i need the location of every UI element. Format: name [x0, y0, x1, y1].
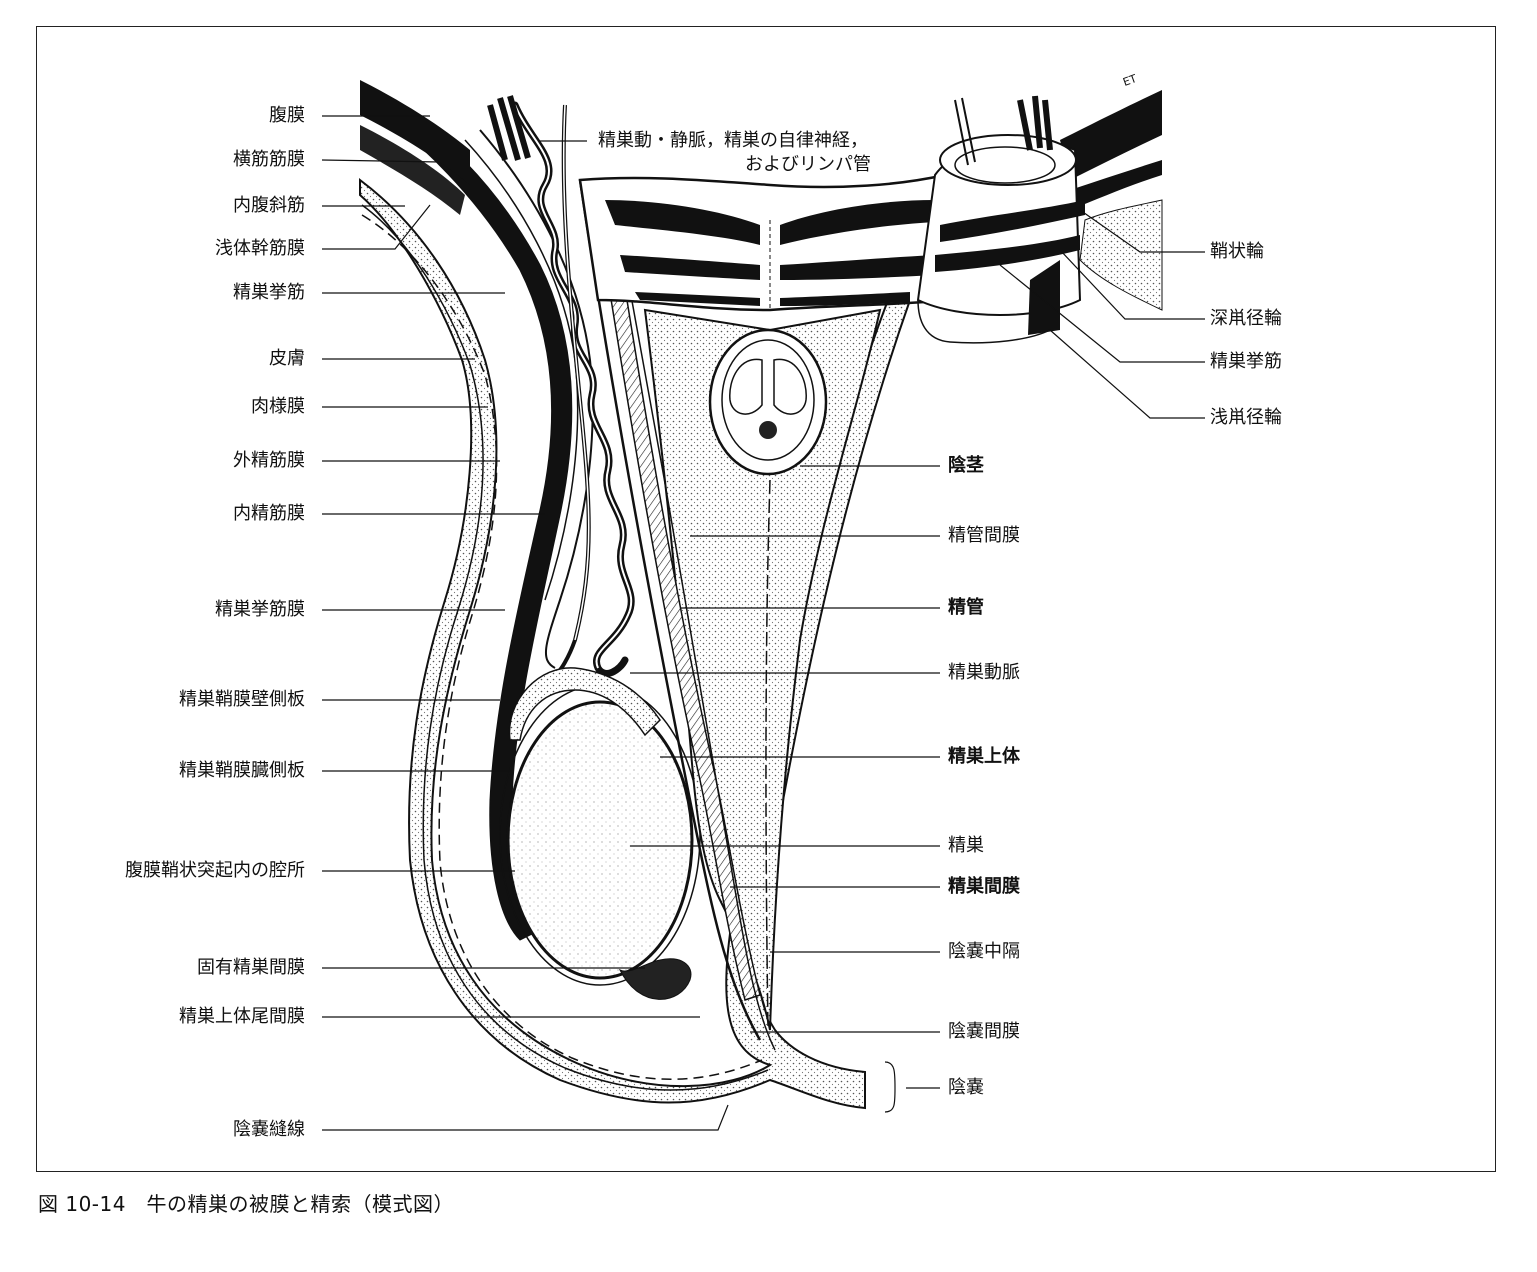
epididymis-head	[508, 667, 661, 741]
label-internal-spermatic-fascia: 内精筋膜	[233, 503, 305, 524]
deep-ring-band-1	[940, 200, 1085, 242]
figure-frame	[36, 26, 1496, 1172]
label-vaginal-ring: 鞘状輪	[1210, 241, 1264, 262]
abdominal-wall-right-muscle	[1060, 90, 1162, 180]
label-vessels-nerves: 精巣動・静脈，精巣の自律神経，	[598, 130, 868, 151]
muscle-layer-1r	[780, 200, 935, 245]
label-mesorchium: 精巣間膜	[948, 876, 1020, 897]
dartos-line	[361, 204, 769, 1091]
label-scrotum: 陰嚢	[948, 1077, 984, 1098]
label-skin: 皮膚	[269, 348, 305, 369]
parietal-vaginal-tunic	[479, 129, 594, 669]
label-cremasteric-fascia: 精巣挙筋膜	[215, 599, 305, 620]
scrotal-septum	[765, 479, 771, 1031]
label-scrotal-raphe: 陰嚢縫線	[233, 1119, 305, 1140]
abdominal-wall-right-skin	[1079, 199, 1163, 311]
label-cremaster-right: 精巣挙筋	[1210, 351, 1282, 372]
label-mesoductus: 精管間膜	[948, 525, 1020, 546]
label-deep-inguinal-ring: 深鼡径輪	[1210, 308, 1282, 329]
corpus-cavernosum-left	[729, 358, 763, 415]
label-parietal-vaginal-tunic: 精巣鞘膜壁側板	[179, 689, 305, 710]
muscle-layer-2r	[780, 255, 935, 280]
cord-boundary-left	[578, 179, 762, 1041]
muscle-layer-3	[635, 292, 760, 306]
muscle-layer-3r	[780, 292, 910, 306]
label-scrotal-septum: 陰嚢中隔	[948, 941, 1020, 962]
abdominal-wall-left-2	[360, 125, 465, 215]
corpus-cavernosum-right	[773, 358, 807, 415]
vaginal-ring	[939, 134, 1077, 186]
external-spermatic-fascia-line	[361, 214, 763, 1080]
label-superficial-trunk-fascia: 浅体幹筋膜	[215, 238, 305, 259]
artery-inner	[514, 104, 633, 669]
cremaster-right	[1028, 260, 1060, 335]
label-epididymis: 精巣上体	[948, 746, 1020, 767]
abdominal-wall-top	[578, 173, 952, 312]
label-vaginal-cavity: 腹膜鞘状突起内の腔所	[125, 860, 305, 881]
deep-ring-band-2	[935, 235, 1080, 272]
leader-lines	[321, 115, 1205, 1131]
label-lymphatics: およびリンパ管	[745, 154, 871, 175]
abdominal-wall-left	[360, 80, 470, 185]
label-internal-oblique: 内腹斜筋	[233, 195, 305, 216]
vessel-stumps	[487, 95, 531, 161]
label-tunica-dartos: 肉様膜	[251, 396, 305, 417]
label-epididymal-tail-ligament: 精巣上体尾間膜	[179, 1006, 305, 1027]
label-transversalis-fascia: 横筋筋膜	[233, 149, 305, 170]
testis	[506, 700, 694, 980]
cord-boundary-right	[629, 289, 776, 1051]
label-testicular-artery: 精巣動脈	[948, 662, 1020, 683]
right-vessel-stumps	[1017, 95, 1053, 151]
label-scrotal-ligament: 陰嚢間膜	[948, 1021, 1020, 1042]
vaginal-ring-inner	[954, 146, 1056, 184]
figure-caption: 図 10-14 牛の精巣の被膜と精索（模式図）	[38, 1192, 454, 1216]
label-proper-ligament: 固有精巣間膜	[197, 957, 305, 978]
muscle-layer-2	[620, 255, 760, 280]
superficial-ring-tube	[917, 299, 1051, 344]
label-testis: 精巣	[948, 835, 984, 856]
label-cremaster-left: 精巣挙筋	[233, 282, 305, 303]
abdominal-wall-right-muscle-2	[1070, 160, 1162, 210]
right-duct-stump	[954, 97, 976, 166]
epididymis-tail	[618, 958, 692, 1000]
label-external-spermatic-fascia: 外精筋膜	[233, 450, 305, 471]
ductus-deferens-inner	[562, 104, 590, 641]
label-penis: 陰茎	[948, 455, 984, 476]
label-superficial-inguinal-ring: 浅鼡径輪	[1210, 407, 1282, 428]
muscle-layer-1	[605, 200, 760, 245]
label-peritoneum: 腹膜	[269, 105, 305, 126]
label-visceral-vaginal-tunic: 精巣鞘膜臓側板	[179, 760, 305, 781]
label-ductus-deferens: 精管	[948, 597, 984, 618]
urethra	[759, 421, 777, 439]
